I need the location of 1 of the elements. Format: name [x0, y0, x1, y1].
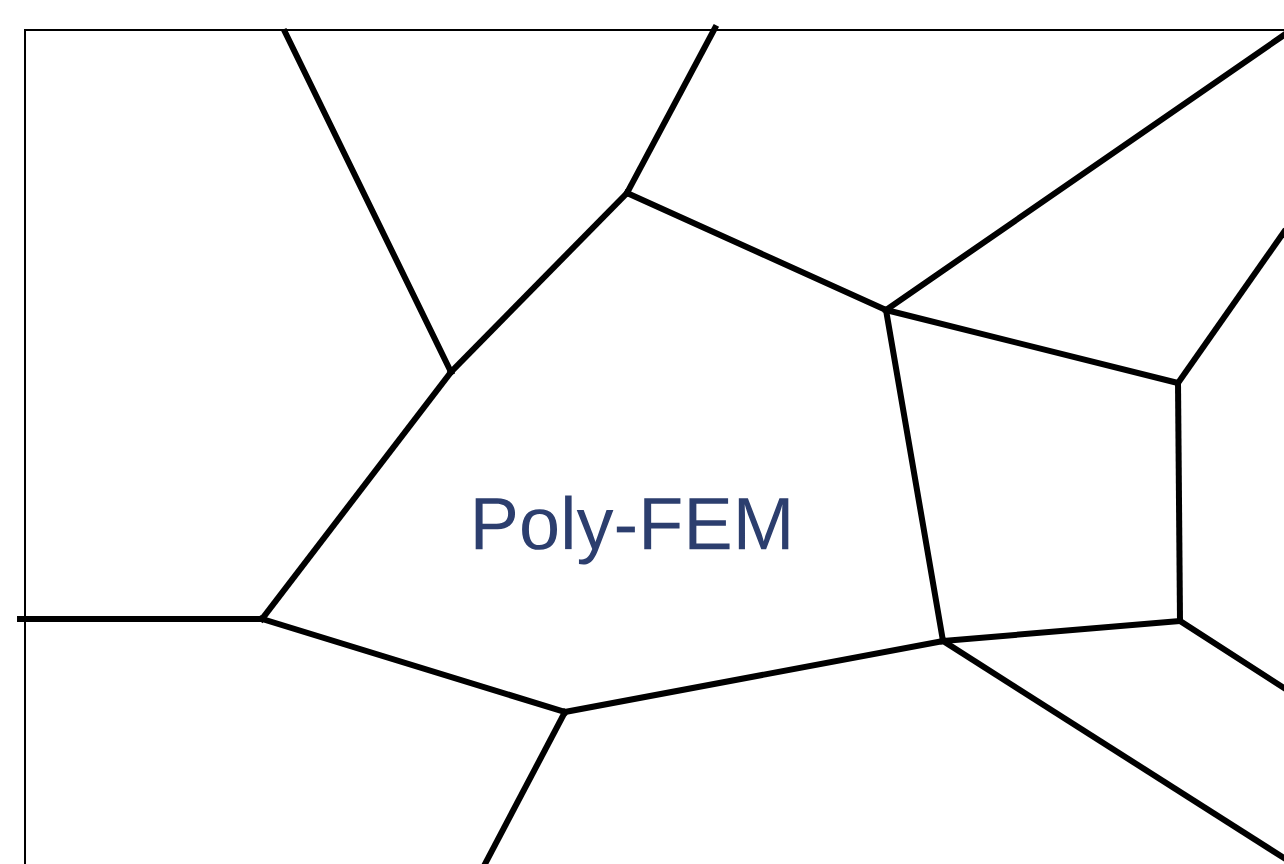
- label-text: Poly-FEM: [475, 495, 789, 565]
